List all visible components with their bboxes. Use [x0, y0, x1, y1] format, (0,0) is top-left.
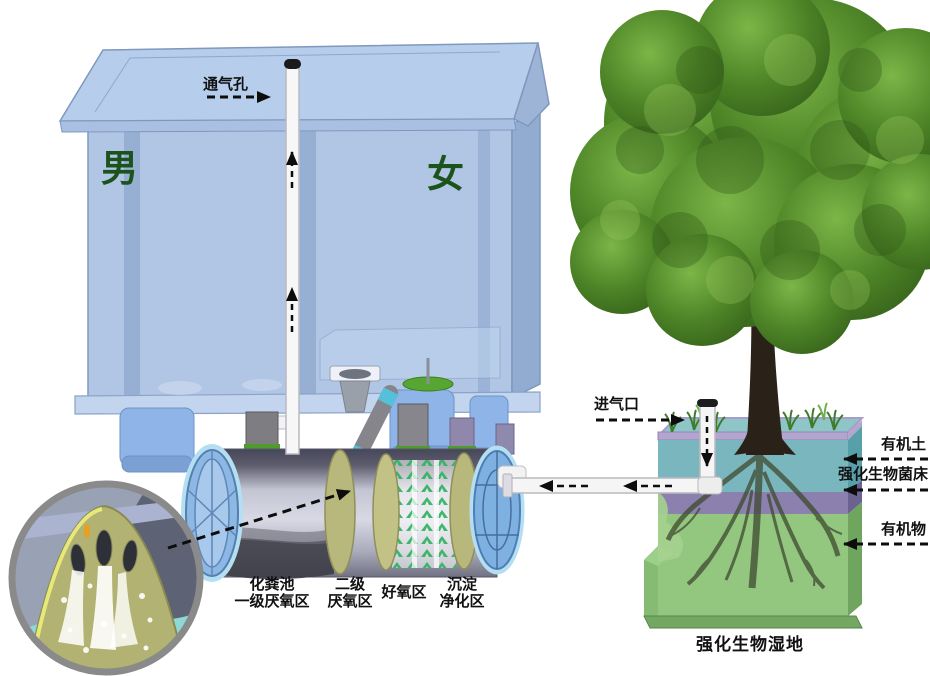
tree-roots	[665, 447, 843, 590]
water-spray	[90, 566, 116, 650]
tree	[570, 0, 930, 455]
zone-label-aerobic: 好氧区	[381, 583, 427, 601]
vent-pipe-cap	[284, 59, 301, 69]
magnifier-inset	[8, 480, 351, 676]
male-label: 男	[101, 147, 138, 190]
tank-left-cap	[181, 444, 243, 582]
vent-pipe	[284, 59, 301, 455]
water-spray	[58, 570, 84, 646]
zone-label-secondary-anaerobic: 二级 厌氧区	[327, 575, 373, 610]
zone-label-septic: 化粪池 一级厌氧区	[234, 575, 310, 610]
air-inlet-cap	[697, 399, 718, 407]
vent-label: 通气孔	[203, 75, 249, 93]
wetland-base-edge	[643, 615, 863, 629]
water-spray	[110, 572, 138, 648]
female-label: 女	[427, 153, 464, 196]
tree-canopy	[570, 0, 930, 354]
magnifier-callout-line	[167, 489, 351, 550]
toilet-building	[58, 42, 550, 473]
magnifier-ring	[8, 480, 204, 676]
building-side-wall	[511, 108, 541, 400]
annotation-arrows	[207, 91, 928, 550]
inset-hole	[122, 539, 138, 573]
divider-plate	[372, 453, 400, 571]
divider-plate	[324, 449, 356, 575]
air-inlet-label: 进气口	[594, 395, 640, 413]
organic-soil-label: 有机土	[880, 435, 926, 453]
wetland-pipes	[502, 399, 723, 498]
zone-label-sedimentation: 沉淀 净化区	[439, 575, 485, 610]
tank-right-cap	[469, 445, 525, 575]
inset-flame-highlight	[84, 524, 90, 538]
riser-pipe	[397, 403, 429, 455]
bio-bed-label: 强化生物菌床	[838, 465, 929, 483]
transfer-pipe	[505, 477, 719, 494]
treatment-tank	[181, 444, 527, 582]
inset-hole	[95, 529, 113, 567]
cutaway-surface	[658, 492, 683, 562]
organic-matter-label: 有机物	[880, 520, 926, 538]
wetland-title: 强化生物湿地	[696, 635, 804, 655]
slanted-drain-pipe	[350, 385, 398, 464]
